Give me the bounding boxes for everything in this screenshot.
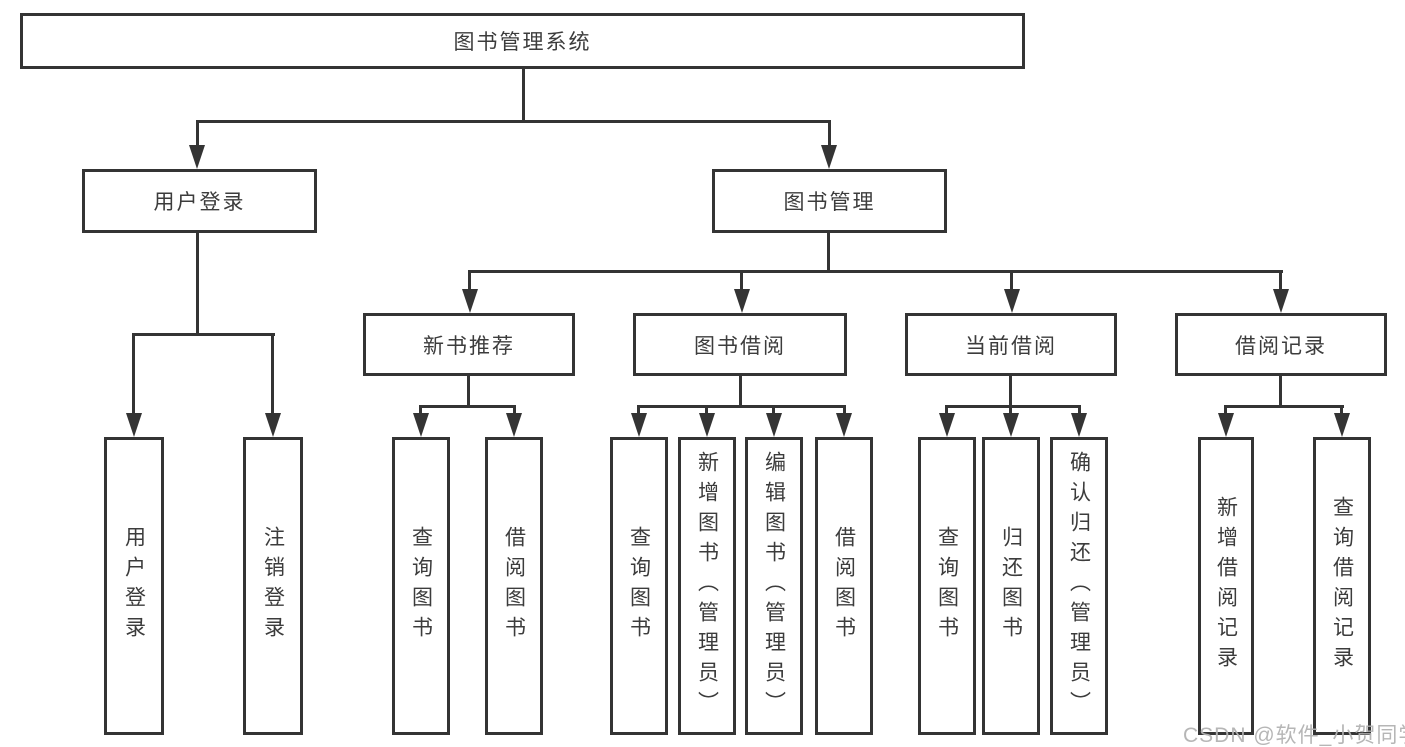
connector-line [637,405,846,408]
leaf-user-login: 用户登录 [104,437,164,735]
csdn-watermark: CSDN @软件_小贺同学 [1183,724,1405,747]
connector-line [739,376,742,407]
connector-line [468,270,1283,273]
connector-line [945,405,948,416]
connector-line [132,333,275,336]
arrowhead-down-icon [265,413,281,437]
leaf-query-borrow-record: 查询借阅记录 [1313,437,1371,735]
arrowhead-down-icon [766,413,782,437]
arrowhead-down-icon [126,413,142,437]
arrowhead-down-icon [631,413,647,437]
arrowhead-down-icon [821,145,837,169]
connector-line [132,333,135,415]
arrowhead-down-icon [1071,413,1087,437]
leaf-edit-book-admin: 编辑图书（管理员） [745,437,803,735]
connector-line [1078,405,1081,416]
arrowhead-down-icon [413,413,429,437]
connector-line [196,120,831,123]
node-label: 图书管理 [783,191,876,214]
connector-line [740,270,743,291]
connector-line [419,405,422,416]
node-root-system: 图书管理系统 [20,13,1025,69]
leaf-logout: 注销登录 [243,437,303,735]
connector-line [522,68,525,123]
node-label: 当前借阅 [965,334,1057,358]
leaf-add-book-admin: 新增图书（管理员） [678,437,736,735]
connector-line [945,405,1081,408]
node-book-borrowing: 图书借阅 [633,313,847,376]
node-new-book-recommend: 新书推荐 [363,313,575,376]
connector-line [196,120,199,148]
leaf-query-books-2: 查询图书 [610,437,668,735]
connector-line [196,233,199,336]
leaf-label: 借阅图书 [502,526,526,646]
connector-line [419,405,516,408]
node-label: 图书借阅 [694,334,786,358]
connector-line [828,120,831,148]
arrowhead-down-icon [1334,413,1350,437]
arrowhead-down-icon [836,413,852,437]
node-label: 新书推荐 [423,334,515,358]
node-book-management: 图书管理 [712,169,947,233]
node-current-borrowing: 当前借阅 [905,313,1117,376]
leaf-label: 归还图书 [999,526,1023,646]
arrowhead-down-icon [939,413,955,437]
arrowhead-down-icon [699,413,715,437]
leaf-label: 查询图书 [409,526,433,646]
connector-line [1279,270,1282,291]
node-label: 用户登录 [153,191,246,214]
arrowhead-down-icon [1273,289,1289,313]
connector-line [827,233,830,273]
connector-line [271,333,274,415]
connector-line [467,376,470,407]
leaf-label: 注销登录 [261,526,285,646]
connector-line [843,405,846,416]
leaf-label: 查询图书 [627,526,651,646]
arrowhead-down-icon [1003,413,1019,437]
arrowhead-down-icon [506,413,522,437]
arrowhead-down-icon [734,289,750,313]
node-label: 借阅记录 [1235,334,1327,358]
leaf-query-books-3: 查询图书 [918,437,976,735]
connector-line [1009,405,1012,416]
arrowhead-down-icon [1218,413,1234,437]
connector-line [1340,405,1343,416]
leaf-query-books-1: 查询图书 [392,437,450,735]
arrowhead-down-icon [189,145,205,169]
leaf-label: 借阅图书 [832,526,856,646]
leaf-borrow-books-2: 借阅图书 [815,437,873,735]
connector-line [1224,405,1344,408]
connector-line [1010,270,1013,291]
arrowhead-down-icon [462,289,478,313]
leaf-confirm-return-admin: 确认归还（管理员） [1050,437,1108,735]
leaf-label: 确认归还（管理员） [1067,451,1091,721]
leaf-add-borrow-record: 新增借阅记录 [1198,437,1254,735]
leaf-return-book: 归还图书 [982,437,1040,735]
connector-line [1224,405,1227,416]
connector-line [513,405,516,416]
leaf-borrow-books-1: 借阅图书 [485,437,543,735]
leaf-label: 查询图书 [935,526,959,646]
connector-line [705,405,708,416]
leaf-label: 用户登录 [122,526,146,646]
connector-line [772,405,775,416]
connector-line [468,270,471,291]
arrowhead-down-icon [1004,289,1020,313]
leaf-label: 查询借阅记录 [1330,496,1354,676]
node-borrowing-records: 借阅记录 [1175,313,1387,376]
node-user-login: 用户登录 [82,169,317,233]
connector-line [1009,376,1012,407]
leaf-label: 新增图书（管理员） [695,451,719,721]
connector-line [1279,376,1282,407]
connector-line [637,405,640,416]
node-label: 图书管理系统 [453,31,592,54]
leaf-label: 新增借阅记录 [1214,496,1238,676]
leaf-label: 编辑图书（管理员） [762,451,786,721]
